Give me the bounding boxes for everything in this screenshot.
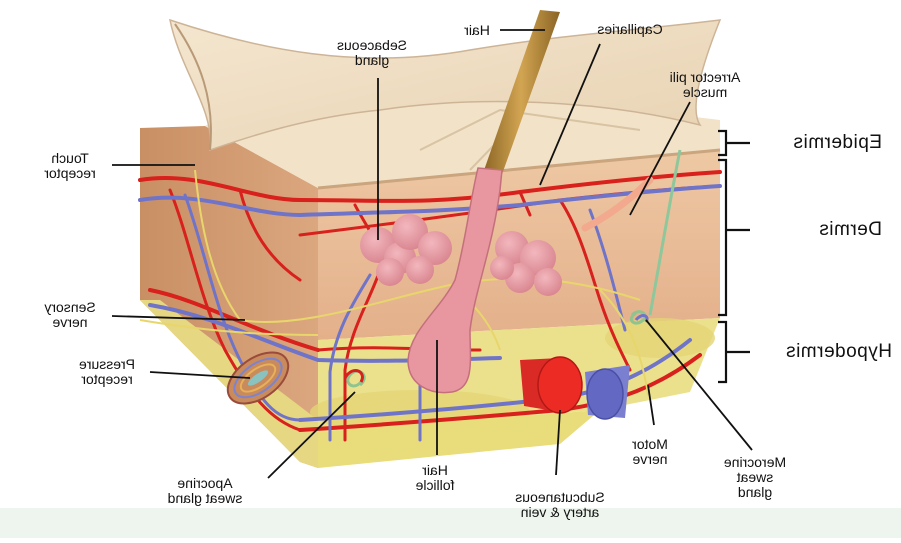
label-pressure-receptor: Pressure receptor (62, 357, 152, 387)
label-hypodermis: Hypodermis (752, 342, 892, 362)
label-touch-receptor: Touch receptor (25, 151, 115, 181)
layer-brackets (718, 131, 750, 382)
bottom-band (0, 508, 901, 538)
label-hair-follicle: Hair follicle (390, 463, 480, 493)
label-epidermis: Epidermis (752, 133, 882, 153)
label-hair: Hair (452, 23, 502, 38)
label-sensory-nerve: Sensory nerve (25, 300, 115, 330)
label-dermis: Dermis (752, 220, 882, 240)
label-apocrine-sweat-gland: Apocrine sweat gland (145, 476, 265, 506)
label-sebaceous-gland: Sebaceous gland (312, 38, 432, 68)
label-arrector-pili-muscle: Arrector pili muscle (645, 70, 765, 100)
label-subcutaneous-artery-vein: Subcutaneous artery & vein (490, 490, 630, 520)
label-merocrine-sweat-gland: Merocrine sweat gland (700, 455, 810, 500)
label-capillaries: Capillaries (575, 22, 685, 37)
label-motor-nerve: Motor nerve (610, 437, 690, 467)
